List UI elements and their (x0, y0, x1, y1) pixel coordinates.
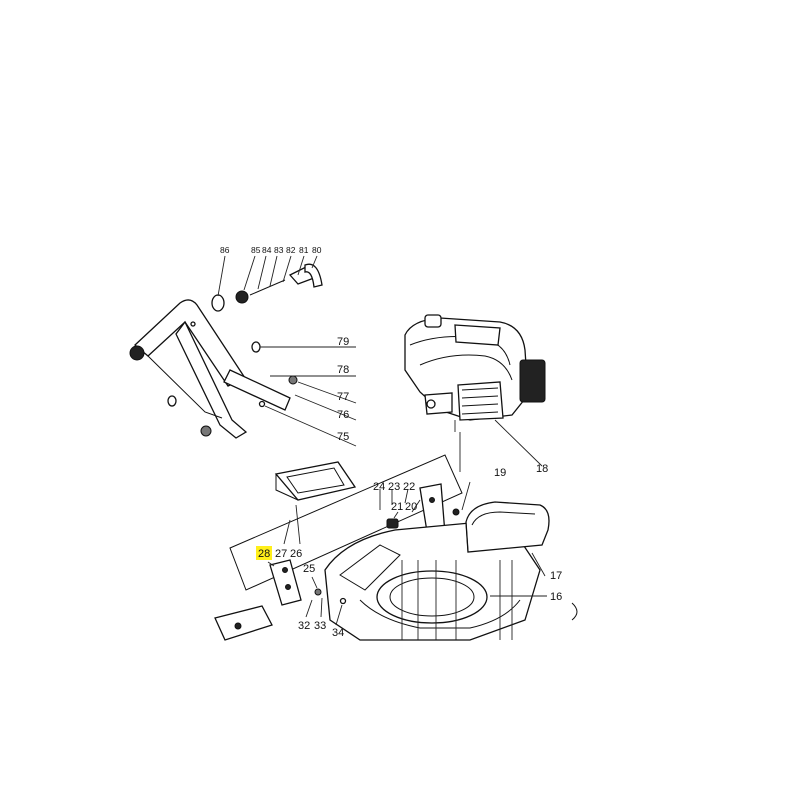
callout-32: 32 (298, 620, 310, 632)
callout-80: 80 (312, 245, 322, 255)
callout-79: 79 (337, 336, 349, 348)
part-25-washer (314, 588, 322, 596)
callout-23: 23 (388, 481, 400, 493)
callout-76: 76 (337, 409, 349, 421)
handle-leader-lines (217, 255, 357, 447)
engine-air-filter (457, 381, 504, 421)
callout-26: 26 (290, 548, 302, 560)
callout-16: 16 (550, 591, 562, 603)
part-80-lever (304, 263, 323, 288)
callout-77: 77 (337, 391, 349, 403)
grass-box-and-rear-assembly (229, 454, 463, 606)
handle-washer-shape (167, 395, 177, 407)
callout-28-highlight (256, 546, 272, 560)
deck-side-plate (214, 605, 273, 641)
part-79-shape (251, 341, 261, 353)
rear-cover (465, 501, 550, 553)
callout-75: 75 (337, 431, 349, 443)
part-28-bracket (269, 559, 302, 606)
callout-82: 82 (286, 245, 296, 255)
handle-pin-shape (190, 321, 196, 327)
callout-18: 18 (536, 463, 548, 475)
deck-blade-housing (376, 570, 488, 624)
grass-box-lid (274, 461, 357, 501)
deck-leader-lines (267, 488, 547, 640)
callout-84: 84 (262, 245, 272, 255)
engine-filler-cap (424, 314, 442, 328)
callout-34: 34 (332, 627, 344, 639)
callout-81: 81 (299, 245, 309, 255)
callout-labels: 86 85 84 83 82 81 80 79 78 77 76 75 24 2… (220, 245, 562, 639)
callout-83: 83 (274, 245, 284, 255)
part-86-shape (211, 294, 225, 312)
handle-bolt-shape (200, 425, 212, 437)
callout-17: 17 (550, 570, 562, 582)
callout-25: 25 (303, 563, 315, 575)
callout-19: 19 (494, 467, 506, 479)
handle-assembly (129, 263, 323, 439)
engine-leader-lines (459, 419, 543, 511)
callout-78: 78 (337, 364, 349, 376)
part-19-bolt (452, 508, 460, 516)
part-76-shape (258, 400, 266, 408)
handle-knob-left-icon (129, 345, 145, 361)
part-77-shape (288, 375, 298, 385)
callout-28: 28 (258, 548, 270, 560)
callout-85: 85 (251, 245, 261, 255)
engine-muffler (519, 359, 546, 403)
mower-deck (214, 522, 578, 641)
callout-22: 22 (403, 481, 415, 493)
engine-assembly (404, 314, 546, 432)
callout-86: 86 (220, 245, 230, 255)
callout-21: 21 (391, 501, 403, 513)
callout-24: 24 (373, 481, 385, 493)
callout-33: 33 (314, 620, 326, 632)
part-21-shape (386, 518, 399, 529)
part-85-shape (235, 290, 249, 304)
callout-20: 20 (405, 501, 417, 513)
callout-27: 27 (275, 548, 287, 560)
